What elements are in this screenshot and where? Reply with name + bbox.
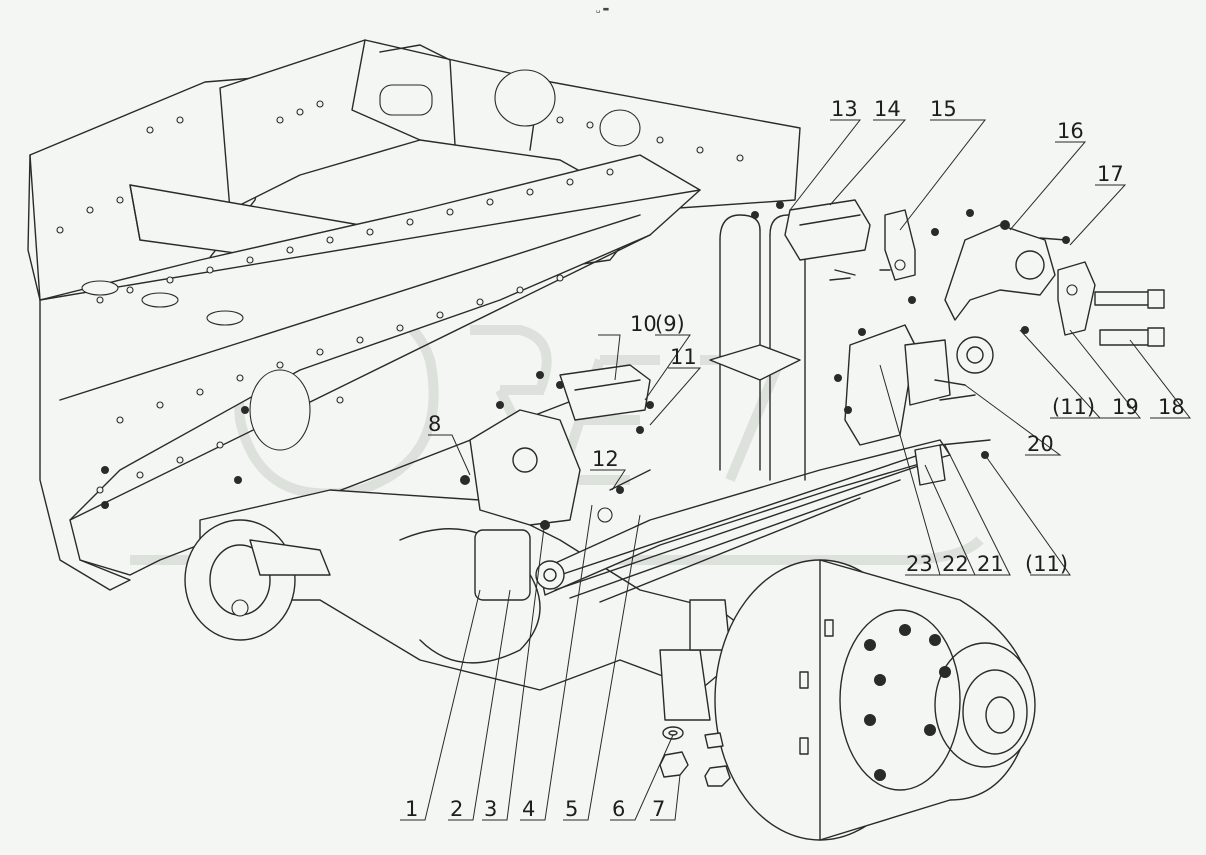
callout-19: 19: [1112, 395, 1139, 419]
callout-labels: 1 2 3 4 5 6 7 8 (9) 10 11 12 13 14 15 16…: [405, 97, 1185, 821]
callout-4: 4: [522, 797, 535, 821]
callout-8: 8: [428, 412, 441, 436]
callout-5: 5: [565, 797, 578, 821]
front-hanger-bracket: [460, 364, 654, 530]
callout-9: (9): [655, 312, 685, 336]
callout-10: 10: [630, 312, 657, 336]
frame-rivet-holes: [56, 100, 744, 509]
callout-12: 12: [592, 447, 619, 471]
top-mark: ␣ ▬: [596, 5, 609, 13]
leaf-spring: [474, 336, 994, 603]
callout-22: 22: [942, 552, 969, 576]
callout-13: 13: [831, 97, 858, 121]
callout-18: 18: [1158, 395, 1185, 419]
wheel-hub: [714, 559, 1036, 841]
callout-1: 1: [405, 797, 418, 821]
callout-21: 21: [977, 552, 1004, 576]
callout-20: 20: [1027, 432, 1054, 456]
callout-11-lower: (11): [1025, 552, 1068, 576]
callout-15: 15: [930, 97, 957, 121]
callout-14: 14: [874, 97, 901, 121]
callout-16: 16: [1057, 119, 1084, 143]
callout-3: 3: [484, 797, 497, 821]
leader-lines: [400, 119, 1192, 821]
chassis-frame: [27, 39, 801, 591]
callout-23: 23: [906, 552, 933, 576]
u-bolts: [709, 214, 806, 481]
rear-hanger-parts: [751, 199, 1165, 486]
callout-17: 17: [1097, 162, 1124, 186]
callout-2: 2: [450, 797, 463, 821]
callout-7: 7: [652, 797, 665, 821]
loose-nuts: [659, 726, 731, 787]
callout-11-mid: 11: [670, 345, 697, 369]
callout-6: 6: [612, 797, 625, 821]
callout-11-right: (11): [1052, 395, 1095, 419]
